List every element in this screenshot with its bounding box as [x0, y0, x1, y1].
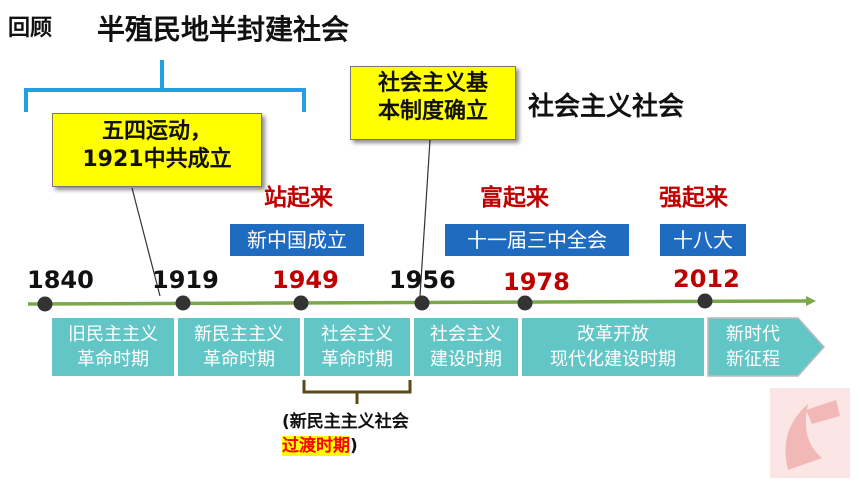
era-title-semicolonial: 半殖民地半封建社会 [97, 13, 350, 46]
callout-socialist-system: 社会主义基 本制度确立 [350, 66, 516, 140]
year-label-1956: 1956 [389, 266, 456, 294]
period-line: 建设时期 [430, 349, 502, 370]
period-socialist-revolution: 社会主义 革命时期 [304, 318, 412, 376]
transition-note-close: ) [350, 436, 358, 456]
year-marker-1956 [414, 295, 430, 311]
slogan-stand-up: 站起来 [264, 185, 333, 211]
period-line: 社会主义 [430, 324, 502, 345]
era-brace [24, 60, 306, 112]
event-18th-congress: 十八大 [660, 224, 746, 256]
transition-note-line1: (新民主主义社会 [282, 412, 409, 432]
year-marker-2012 [697, 293, 713, 309]
period-line: 新民主主义 [194, 324, 284, 345]
callout-socialist-line1: 社会主义基 [377, 71, 488, 96]
period-reform-opening: 改革开放 现代化建设时期 [522, 318, 706, 376]
event-third-plenum: 十一届三中全会 [445, 224, 629, 256]
event-prc-founding: 新中国成立 [230, 224, 364, 256]
transition-period-highlight: 过渡时期 [282, 436, 350, 456]
year-marker-1949 [293, 295, 309, 311]
period-line: 新征程 [726, 349, 780, 370]
slogan-get-rich: 富起来 [480, 185, 549, 211]
year-label-1978: 1978 [503, 268, 570, 296]
transition-bracket [302, 380, 412, 404]
callout-connector-socialist [419, 139, 431, 297]
emblem-background [770, 388, 850, 478]
hammer-sickle-icon [785, 400, 840, 470]
period-line: 改革开放 [577, 324, 649, 345]
year-label-1919: 1919 [152, 266, 219, 294]
year-marker-1978 [517, 295, 533, 311]
period-line: 旧民主主义 [68, 324, 158, 345]
review-label: 回顾 [8, 16, 53, 41]
period-line: 革命时期 [203, 349, 275, 370]
timeline-arrowhead [806, 296, 816, 306]
period-old-democratic-revolution: 旧民主主义 革命时期 [52, 318, 176, 376]
callout-may4-line1: 五四运动， [101, 119, 212, 144]
period-line: 现代化建设时期 [550, 349, 676, 370]
period-chevron-new-era [707, 317, 826, 377]
transition-note: (新民主主义社会 过渡时期) [282, 410, 409, 458]
callout-may4-line2: 1921中共成立 [82, 146, 232, 172]
callout-connector-may4 [131, 187, 161, 297]
transition-note-line2: 过渡时期) [282, 434, 409, 458]
year-label-1840: 1840 [27, 266, 94, 294]
period-line: 革命时期 [321, 349, 393, 370]
callout-socialist-line2: 本制度确立 [377, 98, 488, 124]
period-line: 革命时期 [77, 349, 149, 370]
period-socialist-construction: 社会主义 建设时期 [414, 318, 520, 376]
period-new-era: 新时代 新征程 [708, 318, 798, 376]
period-new-democratic-revolution: 新民主主义 革命时期 [178, 318, 302, 376]
year-marker-1919 [175, 295, 191, 311]
year-label-1949: 1949 [272, 266, 339, 294]
period-line: 社会主义 [321, 324, 393, 345]
callout-may4-movement: 五四运动， 1921中共成立 [52, 113, 262, 187]
year-marker-1840 [37, 296, 53, 312]
period-line: 新时代 [726, 324, 780, 345]
year-label-2012: 2012 [673, 265, 740, 293]
slogan-get-strong: 强起来 [659, 185, 728, 211]
era-title-socialist: 社会主义社会 [528, 92, 685, 122]
